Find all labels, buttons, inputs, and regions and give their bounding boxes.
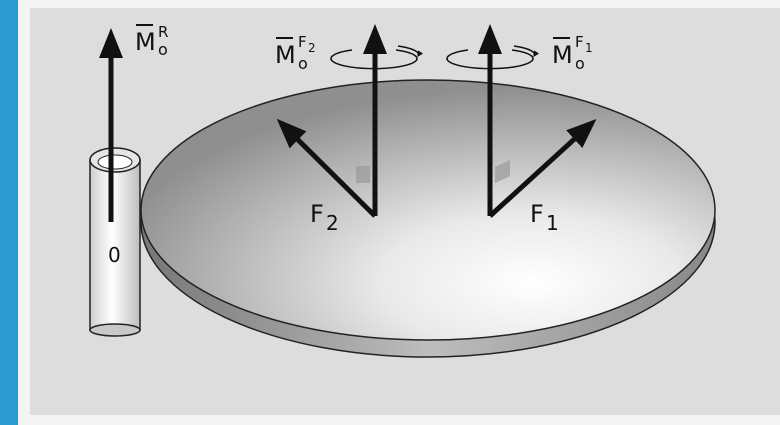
- svg-text:o: o: [575, 54, 585, 73]
- svg-text:1: 1: [546, 211, 559, 235]
- svg-text:M: M: [275, 41, 296, 69]
- force-1-group: [478, 24, 597, 218]
- svg-text:1: 1: [585, 41, 593, 55]
- svg-text:M: M: [552, 41, 573, 69]
- svg-text:F: F: [310, 200, 324, 228]
- svg-text:F: F: [298, 33, 307, 51]
- svg-text:o: o: [158, 40, 168, 59]
- origin-label: 0: [108, 243, 121, 267]
- pivot-cylinder: [89, 147, 141, 337]
- disc-top: [140, 79, 716, 341]
- label-force-1: F 1: [530, 200, 559, 235]
- svg-text:o: o: [298, 54, 308, 73]
- rotation-indicator-f1: [446, 45, 540, 70]
- svg-text:2: 2: [326, 211, 339, 235]
- label-moment-resultant: M R o: [135, 23, 168, 59]
- force-2-group: [276, 24, 387, 218]
- force-2-shade: [356, 166, 370, 183]
- rotation-indicator-f2: [330, 45, 424, 70]
- svg-text:2: 2: [308, 41, 316, 55]
- svg-text:R: R: [158, 23, 168, 41]
- rotating-disc: [140, 79, 716, 358]
- label-moment-f1: M F 1 o: [552, 33, 593, 73]
- label-moment-f2: M F 2 o: [275, 33, 316, 73]
- force-2-arrow: [276, 118, 377, 218]
- force-1-shade: [495, 160, 510, 183]
- label-force-2: F 2: [310, 200, 339, 235]
- svg-text:F: F: [530, 200, 544, 228]
- svg-text:M: M: [135, 28, 156, 56]
- force-1-arrow: [488, 118, 597, 218]
- svg-text:F: F: [575, 33, 584, 51]
